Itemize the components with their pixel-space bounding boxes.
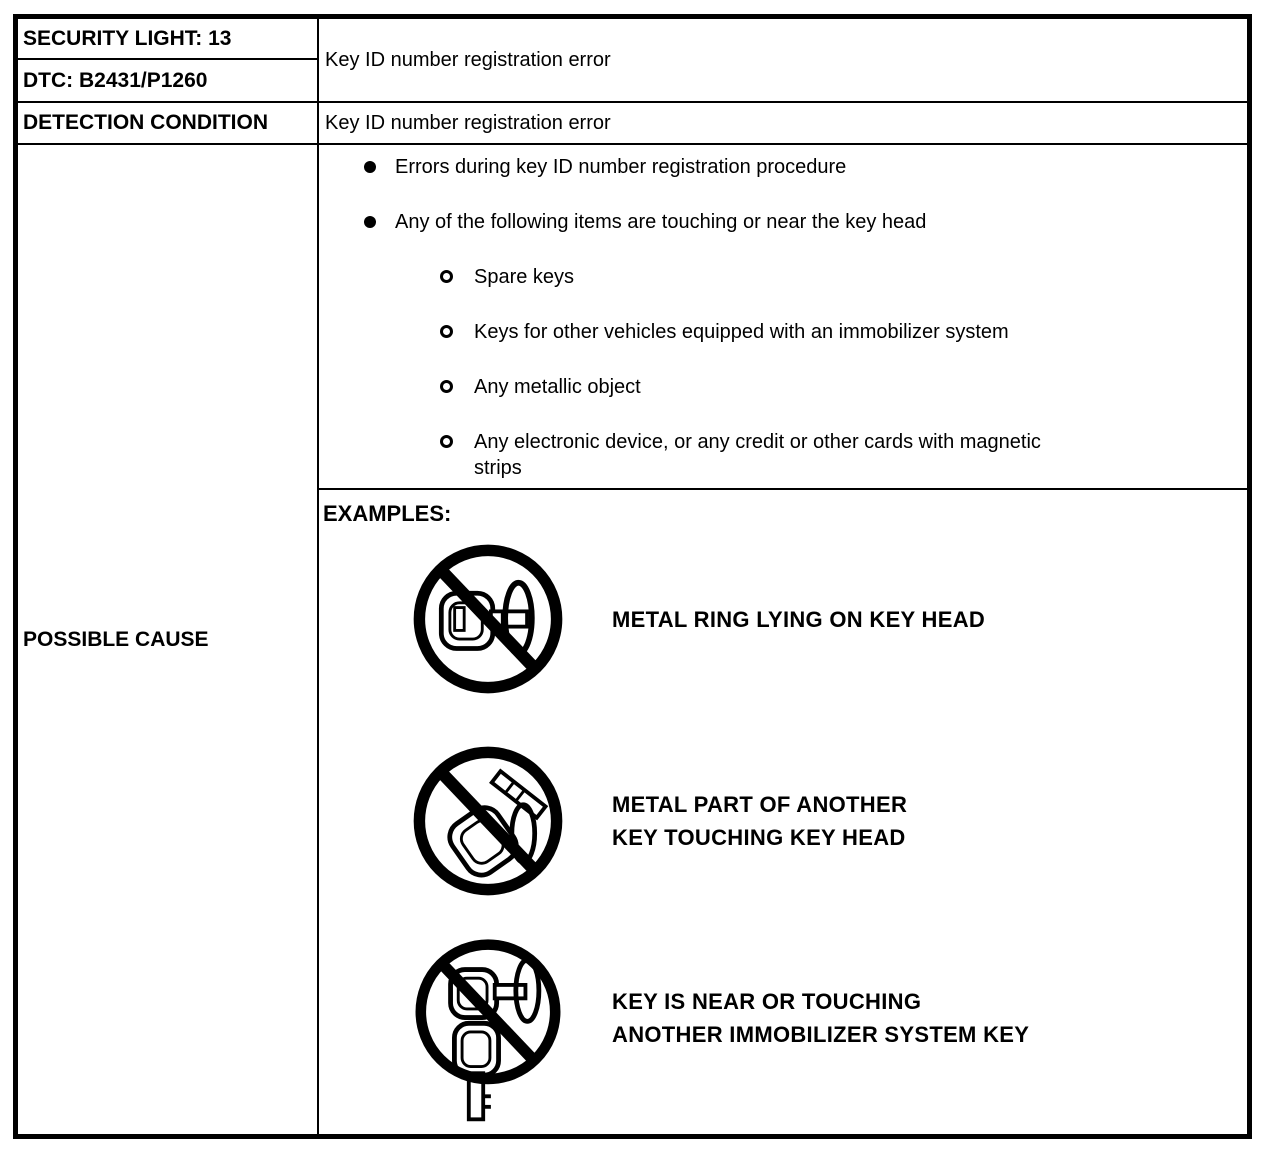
- example-caption: METAL RING LYING ON KEY HEAD: [612, 606, 986, 632]
- prohibited-key-touching-key-icon: [413, 746, 563, 896]
- cause-item-text: Any of the following items are touching …: [395, 211, 927, 233]
- possible-cause-content-cell: Errors during key ID number registration…: [319, 145, 1247, 1134]
- possible-cause-label-cell: POSSIBLE CAUSE: [18, 145, 319, 1134]
- example-caption: METAL PART OF ANOTHER KEY TOUCHING KEY H…: [612, 792, 908, 850]
- cause-sub-item: Any electronic device, or any credit or …: [440, 429, 1223, 481]
- example-figure: METAL PART OF ANOTHER KEY TOUCHING KEY H…: [404, 740, 1247, 902]
- detection-condition-value-cell: Key ID number registration error: [319, 103, 1247, 145]
- example-figure: KEY IS NEAR OR TOUCHING ANOTHER IMMOBILI…: [404, 935, 1247, 1127]
- prohibited-metal-ring-on-key-icon: [413, 544, 563, 694]
- examples-section: EXAMPLES: METAL RI: [319, 490, 1247, 1127]
- cause-bullet-list: Errors during key ID number registration…: [319, 145, 1247, 490]
- dtc-label: DTC: B2431/P1260: [23, 68, 208, 92]
- dtc-cell: DTC: B2431/P1260: [18, 60, 319, 103]
- prohibited-key-near-immobilizer-key-icon: [415, 939, 561, 1122]
- cause-sub-item: Keys for other vehicles equipped with an…: [440, 319, 1223, 345]
- open-bullet-icon: [440, 380, 453, 393]
- cause-sub-item-text: Spare keys: [474, 266, 575, 288]
- filled-bullet-icon: [364, 216, 376, 228]
- filled-bullet-icon: [364, 161, 376, 173]
- fault-description-text: Key ID number registration error: [325, 48, 611, 71]
- cause-sub-item-text: Keys for other vehicles equipped with an…: [474, 321, 1009, 343]
- example-caption: KEY IS NEAR OR TOUCHING ANOTHER IMMOBILI…: [612, 989, 1030, 1047]
- cause-sub-item-text: Any metallic object: [474, 376, 641, 398]
- possible-cause-label: POSSIBLE CAUSE: [23, 627, 209, 651]
- detection-condition-label: DETECTION CONDITION: [23, 111, 268, 134]
- cause-sub-item: Spare keys: [440, 264, 1223, 290]
- detection-condition-value: Key ID number registration error: [325, 111, 611, 134]
- cause-sub-item: Any metallic object: [440, 374, 1223, 400]
- dtc-table: SECURITY LIGHT: 13 DTC: B2431/P1260 Key …: [13, 14, 1252, 1139]
- fault-description-cell: Key ID number registration error: [319, 19, 1247, 103]
- open-bullet-icon: [440, 270, 453, 283]
- open-bullet-icon: [440, 435, 453, 448]
- cause-item: Errors during key ID number registration…: [364, 154, 1223, 180]
- cause-item: Any of the following items are touching …: [364, 209, 1223, 235]
- examples-heading: EXAMPLES:: [323, 501, 452, 526]
- cause-sub-item-text: Any electronic device, or any credit or …: [474, 431, 1041, 479]
- detection-condition-label-cell: DETECTION CONDITION: [18, 103, 319, 145]
- cause-item-text: Errors during key ID number registration…: [395, 156, 847, 178]
- cause-sub-list: Spare keys Keys for other vehicles equip…: [440, 264, 1223, 481]
- open-bullet-icon: [440, 325, 453, 338]
- security-light-label: SECURITY LIGHT: 13: [23, 26, 232, 50]
- example-figure: METAL RING LYING ON KEY HEAD: [404, 538, 1247, 700]
- security-light-cell: SECURITY LIGHT: 13: [18, 19, 319, 60]
